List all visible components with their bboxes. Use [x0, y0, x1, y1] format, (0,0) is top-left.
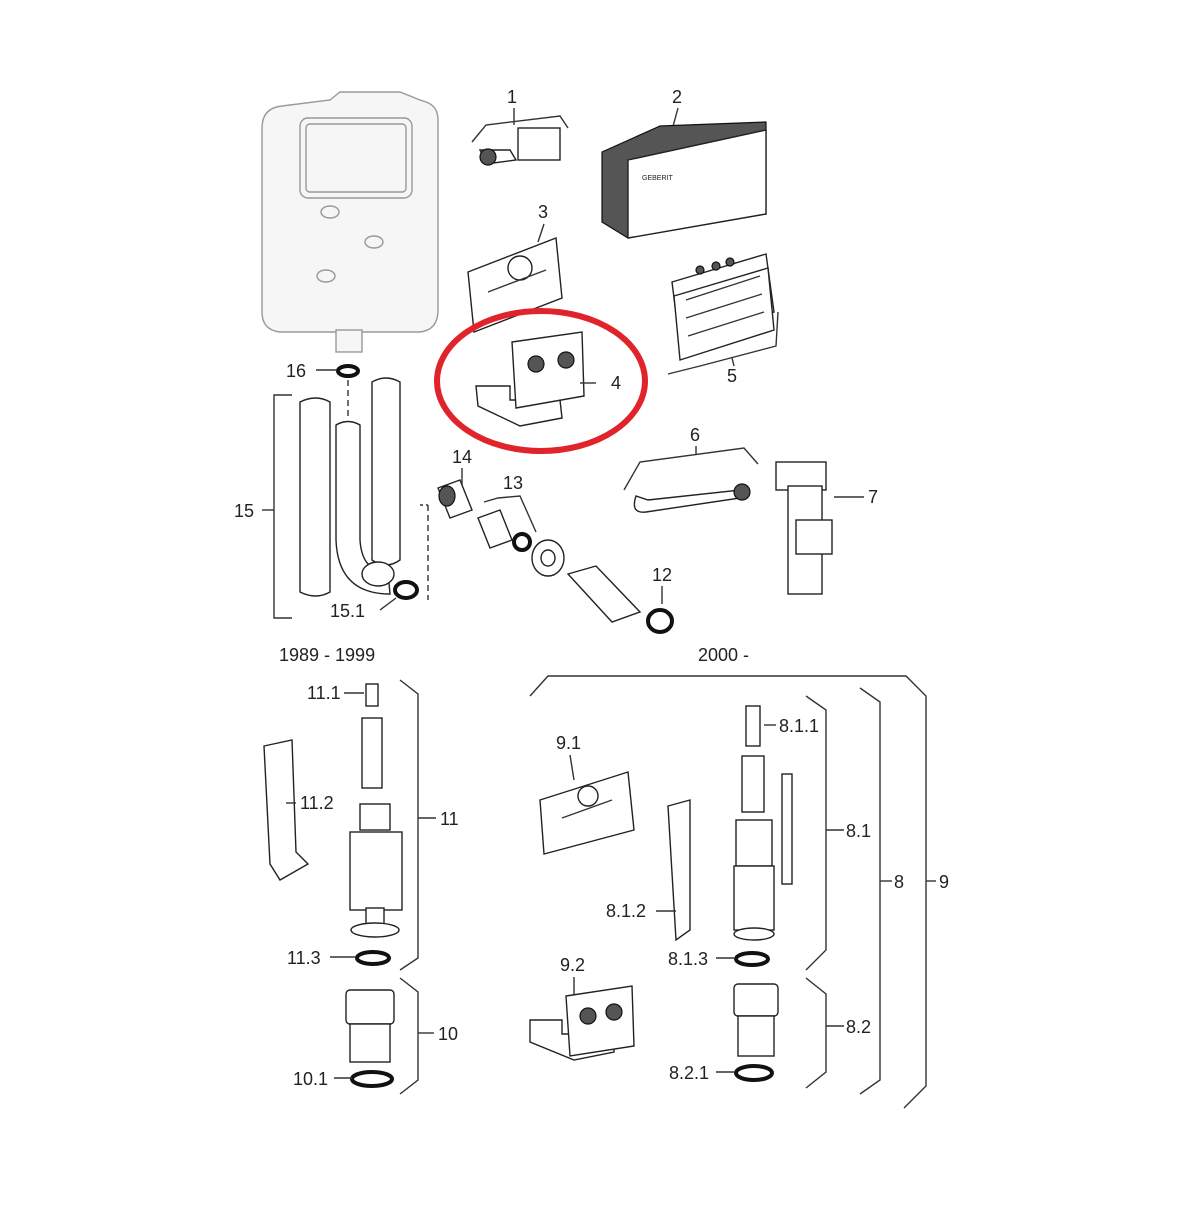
part-15-flush-bend: 15 15.1 1989 - 1999	[234, 377, 429, 665]
label-1: 1	[507, 87, 517, 107]
label-9: 9	[939, 872, 949, 892]
label-15: 15	[234, 501, 254, 521]
part-16-seal: 16	[286, 361, 360, 381]
label-8-1-3: 8.1.3	[668, 949, 708, 969]
label-7: 7	[868, 487, 878, 507]
label-9-1: 9.1	[556, 733, 581, 753]
part-9-2-bracket: 9.2	[529, 955, 635, 1061]
label-14: 14	[452, 447, 472, 467]
brand-mark: GEBERIT	[642, 175, 673, 182]
label-11: 11	[440, 809, 459, 829]
label-15-1: 15.1	[330, 601, 365, 621]
part-6-hose: 6	[623, 425, 759, 513]
label-13: 13	[503, 473, 523, 493]
part-pipe-coupling	[531, 539, 642, 623]
part-12-seal: 12 2000 -	[646, 565, 749, 665]
part-5-protective-cover: 5	[667, 253, 779, 386]
label-11-1: 11.1	[307, 683, 341, 703]
part-9-1-mounting-plate: 9.1	[539, 733, 635, 855]
label-10-1: 10.1	[293, 1069, 328, 1089]
label-8-1-2: 8.1.2	[606, 901, 646, 921]
label-10: 10	[438, 1024, 458, 1044]
part-10-valve-base: 10.1 10	[293, 977, 458, 1095]
highlight-ring	[434, 308, 648, 454]
label-8-2-1: 8.2.1	[669, 1063, 709, 1083]
part-3-mounting-plate: 3	[467, 202, 563, 333]
label-4: 4	[611, 373, 621, 393]
label-8: 8	[894, 872, 904, 892]
period-new: 2000 -	[698, 645, 749, 665]
label-16: 16	[286, 361, 306, 381]
part-14-connector: 14	[437, 447, 473, 519]
group-brackets-8-9: 8 9	[529, 675, 949, 1109]
part-11-flush-valve: 11.1 11.2 11.3 11	[263, 679, 459, 971]
cistern-tank	[261, 91, 439, 353]
label-2: 2	[672, 87, 682, 107]
label-8-1: 8.1	[846, 821, 871, 841]
part-4-bracket: 4	[434, 308, 648, 454]
label-8-2: 8.2	[846, 1017, 871, 1037]
label-9-2: 9.2	[560, 955, 585, 975]
part-8-2-valve-base: 8.2.1 8.2	[669, 977, 871, 1089]
part-8-1-2-lever: 8.1.2	[606, 799, 691, 942]
part-2-actuator-plate: 2 GEBERIT	[601, 87, 767, 239]
part-1-fixing: 1	[471, 87, 569, 166]
label-12: 12	[652, 565, 672, 585]
part-13-connector: 13	[477, 473, 537, 552]
label-6: 6	[690, 425, 700, 445]
label-3: 3	[538, 202, 548, 222]
part-7-fill-valve: 7	[775, 461, 878, 595]
label-8-1-1: 8.1.1	[779, 716, 819, 736]
part-8-1-flush-valve: 8.1.1 8.1.3 8.1	[668, 695, 871, 971]
label-11-3: 11.3	[287, 948, 321, 968]
label-11-2: 11.2	[300, 793, 334, 813]
period-old: 1989 - 1999	[279, 645, 375, 665]
label-5: 5	[727, 366, 737, 386]
